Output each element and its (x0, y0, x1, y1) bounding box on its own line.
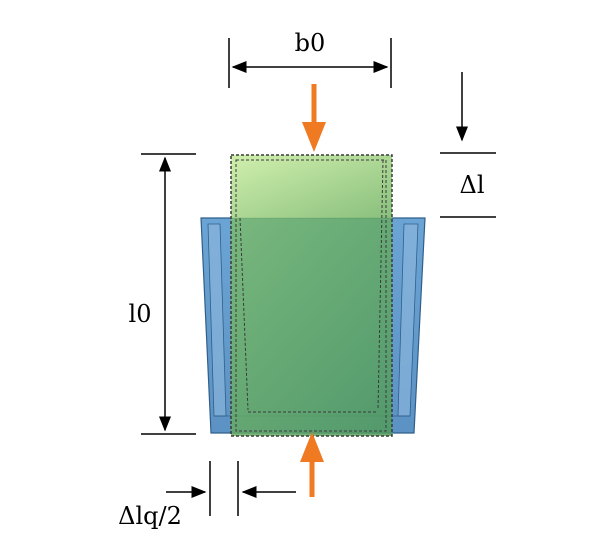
original-body-top (231, 155, 392, 218)
force-arrow-bottom (300, 432, 324, 497)
delta-length-label: Δl (459, 171, 484, 199)
original-body-inner-right (377, 159, 384, 411)
length-label: l0 (129, 300, 152, 328)
lateral-change-dimension: Δlq/2 (118, 461, 296, 530)
width-dimension: b0 (228, 29, 392, 88)
original-body-inner-left (239, 217, 249, 411)
width-label: b0 (295, 29, 326, 57)
original-body-inner-outline (235, 159, 387, 432)
delta-length-dimension: Δl (440, 72, 496, 218)
force-arrow-top (302, 84, 326, 152)
length-dimension: l0 (129, 153, 196, 435)
lateral-change-label: Δlq/2 (118, 502, 182, 530)
original-body-lower (231, 218, 392, 436)
original-body (230, 154, 393, 437)
